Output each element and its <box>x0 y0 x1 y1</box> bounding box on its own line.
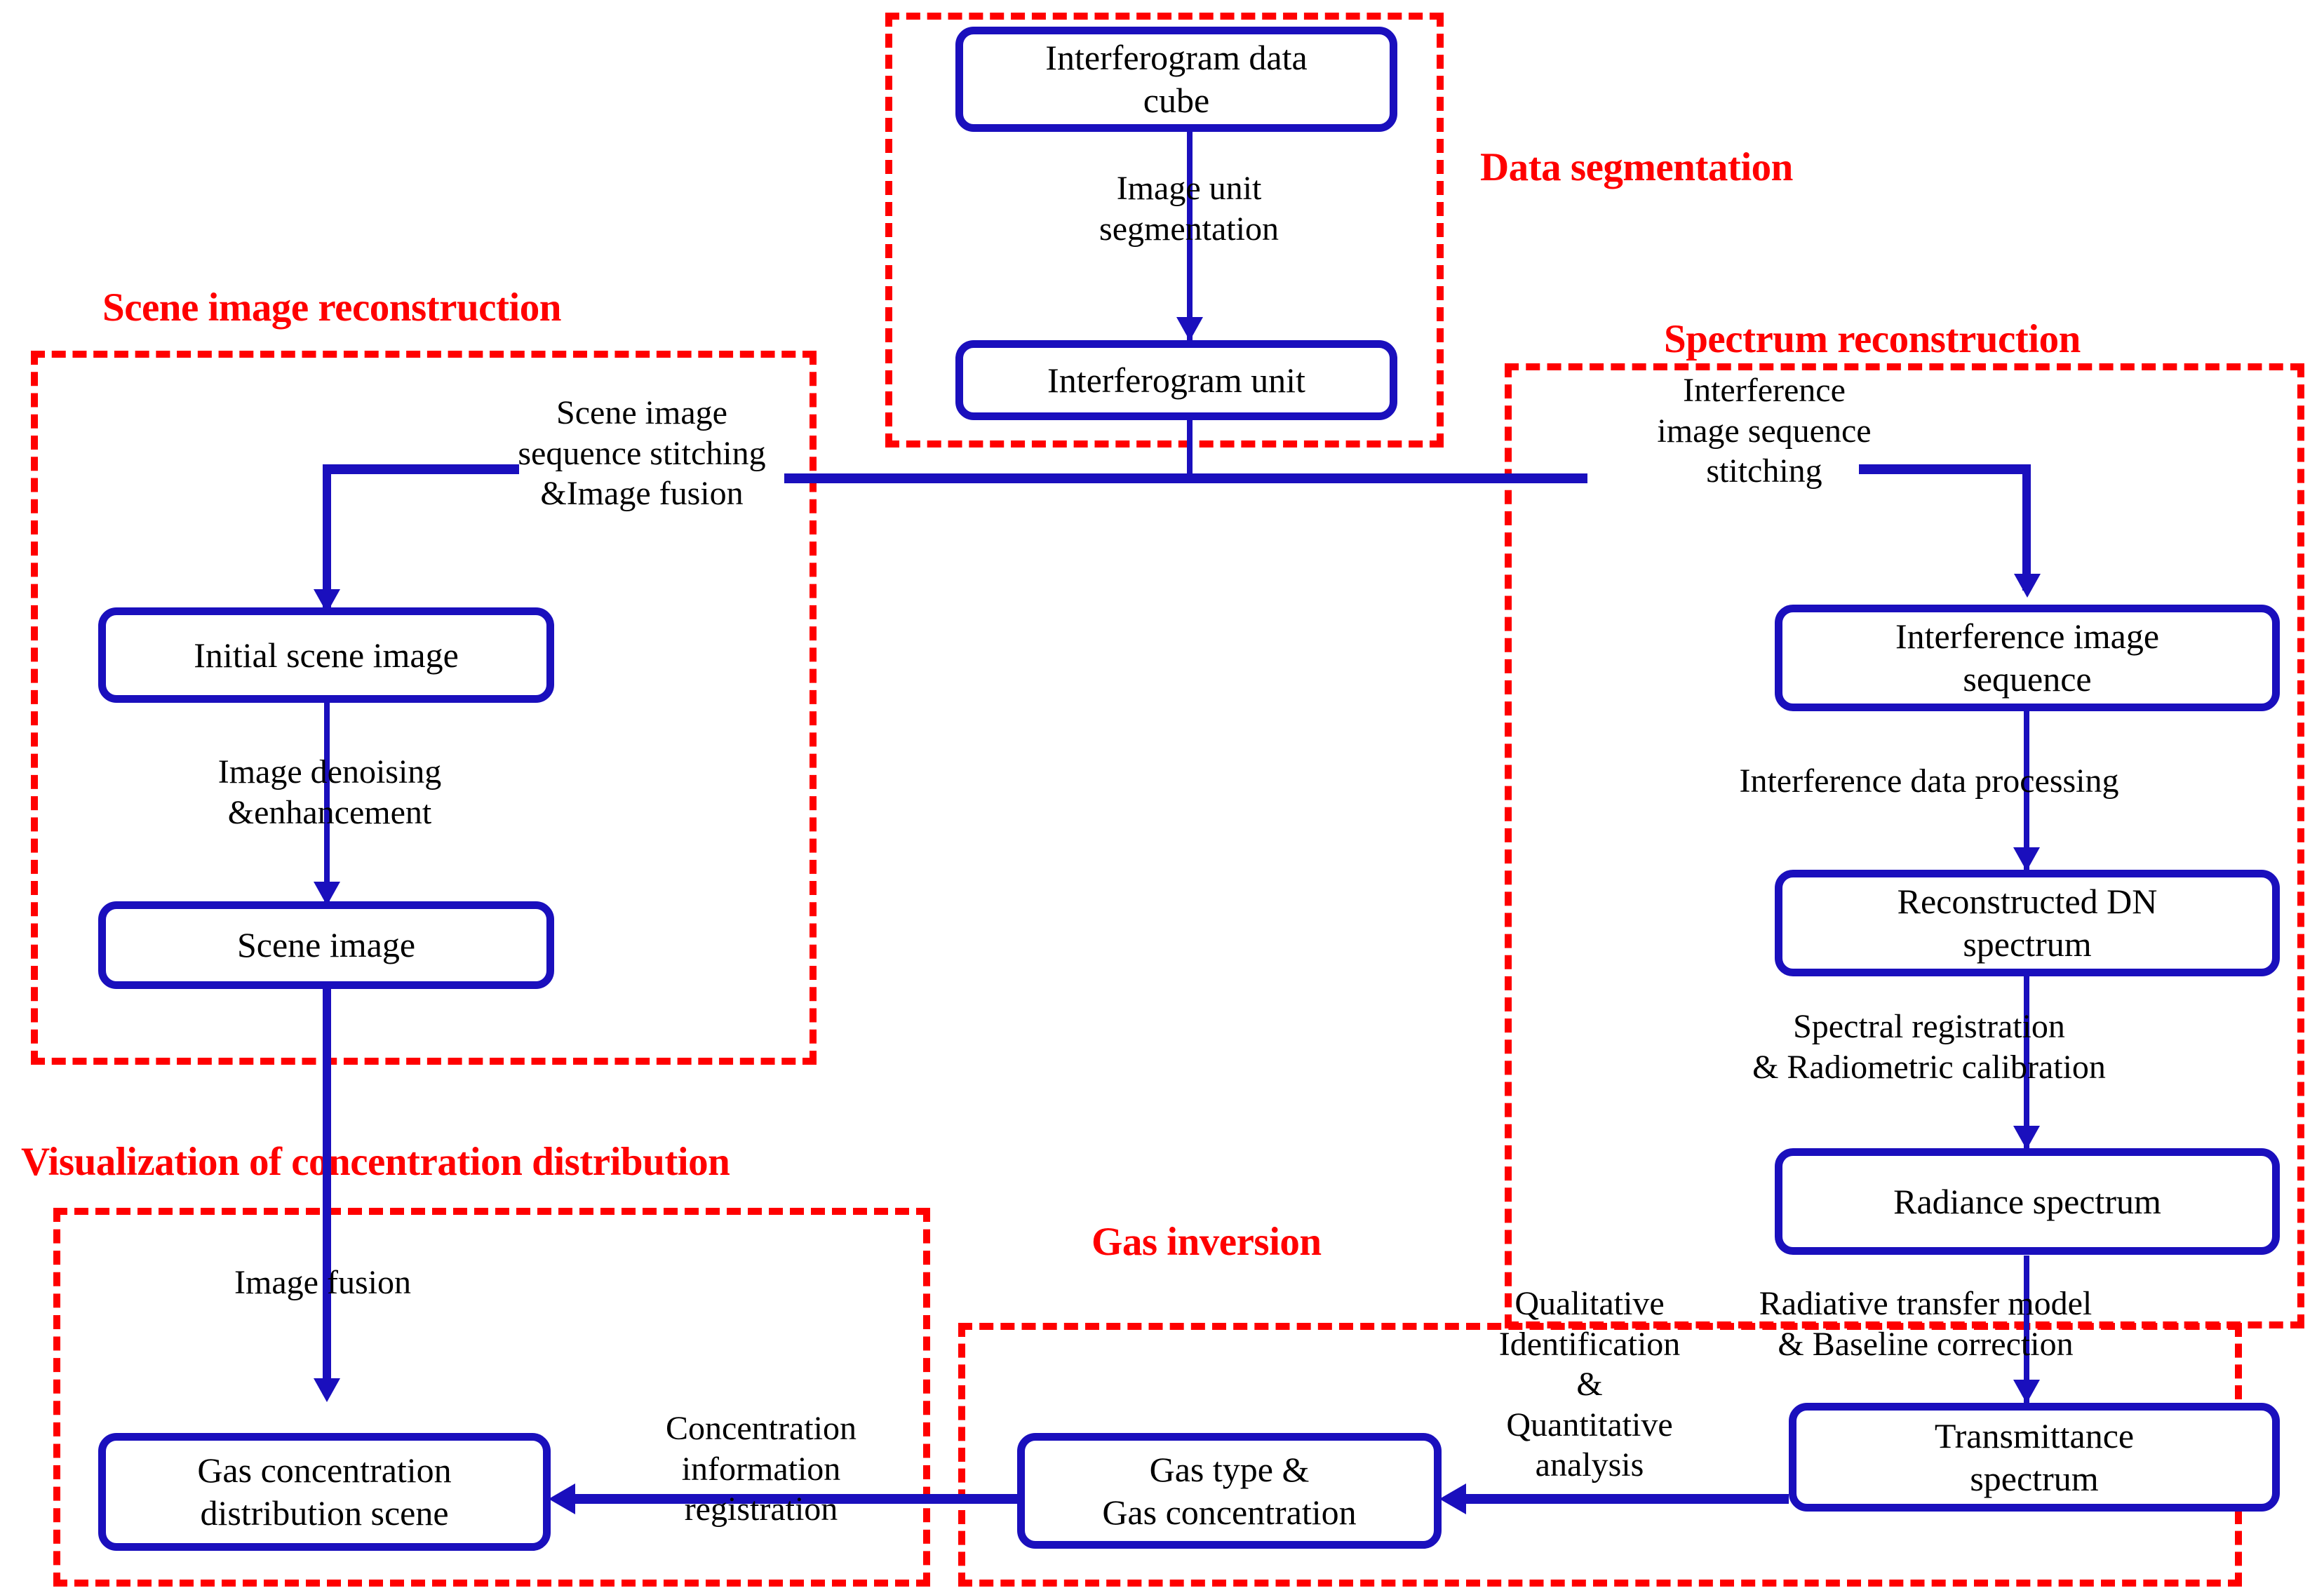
node-reconstructed-dn-spectrum[interactable]: Reconstructed DN spectrum <box>1775 870 2280 976</box>
node-interference-image-sequence[interactable]: Interference image sequence <box>1775 605 2280 711</box>
node-label-gas-type-concentration: Gas type & Gas concentration <box>1102 1449 1357 1532</box>
arrow-to-transmittance-spectrum <box>2013 1380 2040 1404</box>
connector-main-horizontal-bus <box>784 473 1587 483</box>
node-label-initial-scene-image: Initial scene image <box>194 635 459 675</box>
node-gas-concentration-distribution-scene[interactable]: Gas concentration distribution scene <box>98 1433 551 1551</box>
arrow-to-radiance-spectrum <box>2013 1126 2040 1150</box>
edge-label-qualitative-quantitative: Qualitative Identification & Quantitativ… <box>1498 1285 1681 1484</box>
edge-label-spectral-registration-radiometric-calibration: Spectral registration & Radiometric cali… <box>1752 1008 2106 1086</box>
node-label-scene-image: Scene image <box>236 925 416 964</box>
connector-gas-type-to-scene <box>575 1494 1017 1504</box>
node-label-gas-concentration-distribution-scene: Gas concentration distribution scene <box>197 1451 452 1533</box>
node-label-interferogram-data-cube: Interferogram data cube <box>1045 38 1308 120</box>
connector-radiance-to-transmittance <box>2024 1256 2029 1406</box>
connector-transmittance-to-gas-type <box>1466 1494 1789 1504</box>
node-interferogram-data-cube[interactable]: Interferogram data cube <box>955 27 1397 132</box>
group-frame-scene-image-reconstruction <box>31 351 817 1065</box>
group-title-visualization: Visualization of concentration distribut… <box>21 1140 730 1184</box>
edge-label-image-unit-segmentation: Image unit segmentation <box>1099 170 1279 248</box>
arrow-cube-to-unit <box>1176 317 1203 341</box>
connector-seq-to-dn <box>2024 710 2029 871</box>
node-label-reconstructed-dn-spectrum: Reconstructed DN spectrum <box>1897 882 2158 964</box>
node-label-interference-image-sequence: Interference image sequence <box>1895 617 2160 699</box>
group-title-spectrum-reconstruction: Spectrum reconstruction <box>1664 317 2081 361</box>
node-interferogram-unit[interactable]: Interferogram unit <box>955 340 1397 420</box>
connector-dn-to-radiance <box>2024 975 2029 1150</box>
connector-scene-image-down <box>323 982 331 1319</box>
node-radiance-spectrum[interactable]: Radiance spectrum <box>1775 1148 2280 1255</box>
node-transmittance-spectrum[interactable]: Transmittance spectrum <box>1789 1403 2280 1512</box>
connector-cube-to-unit <box>1187 130 1193 340</box>
connector-right-elbow-down <box>2022 464 2031 591</box>
edge-label-image-fusion: Image fusion <box>234 1264 411 1301</box>
edge-label-radiative-transfer-baseline: Radiative transfer model & Baseline corr… <box>1759 1285 2093 1363</box>
arrow-to-reconstructed-dn-spectrum <box>2013 847 2040 871</box>
connector-initial-to-scene <box>324 701 330 905</box>
node-label-radiance-spectrum: Radiance spectrum <box>1893 1181 2161 1221</box>
node-gas-type-concentration[interactable]: Gas type & Gas concentration <box>1017 1433 1442 1549</box>
edge-label-image-denoising-enhancement: Image denoising &enhancement <box>217 753 442 831</box>
group-frame-visualization <box>53 1208 930 1587</box>
node-label-transmittance-spectrum: Transmittance spectrum <box>1934 1415 2135 1498</box>
edge-label-interference-image-sequence-stitching: Interference image sequence stitching <box>1657 372 1872 490</box>
connector-left-elbow-down <box>323 464 331 608</box>
arrow-to-interference-image-sequence <box>2014 574 2041 598</box>
group-title-data-segmentation: Data segmentation <box>1480 145 1793 189</box>
connector-bus-left-elbow <box>323 464 519 474</box>
group-title-gas-inversion: Gas inversion <box>1092 1220 1322 1264</box>
node-initial-scene-image[interactable]: Initial scene image <box>98 607 554 703</box>
edge-label-scene-image-sequence-stitching: Scene image sequence stitching &Image fu… <box>518 394 766 513</box>
group-frame-data-segmentation <box>885 13 1444 447</box>
arrow-to-gas-type-concentration <box>1439 1483 1466 1514</box>
connector-image-fusion-down <box>323 1319 331 1385</box>
node-label-interferogram-unit: Interferogram unit <box>1047 360 1305 400</box>
connector-unit-to-bus <box>1187 419 1193 483</box>
node-scene-image[interactable]: Scene image <box>98 901 554 989</box>
group-title-scene-image-reconstruction: Scene image reconstruction <box>102 285 561 330</box>
arrow-to-distribution-scene <box>549 1483 575 1514</box>
connector-bus-right-elbow <box>1859 464 2031 474</box>
edge-label-concentration-information-registration: Concentration information registration <box>666 1410 857 1528</box>
edge-label-interference-data-processing: Interference data processing <box>1739 762 2119 800</box>
